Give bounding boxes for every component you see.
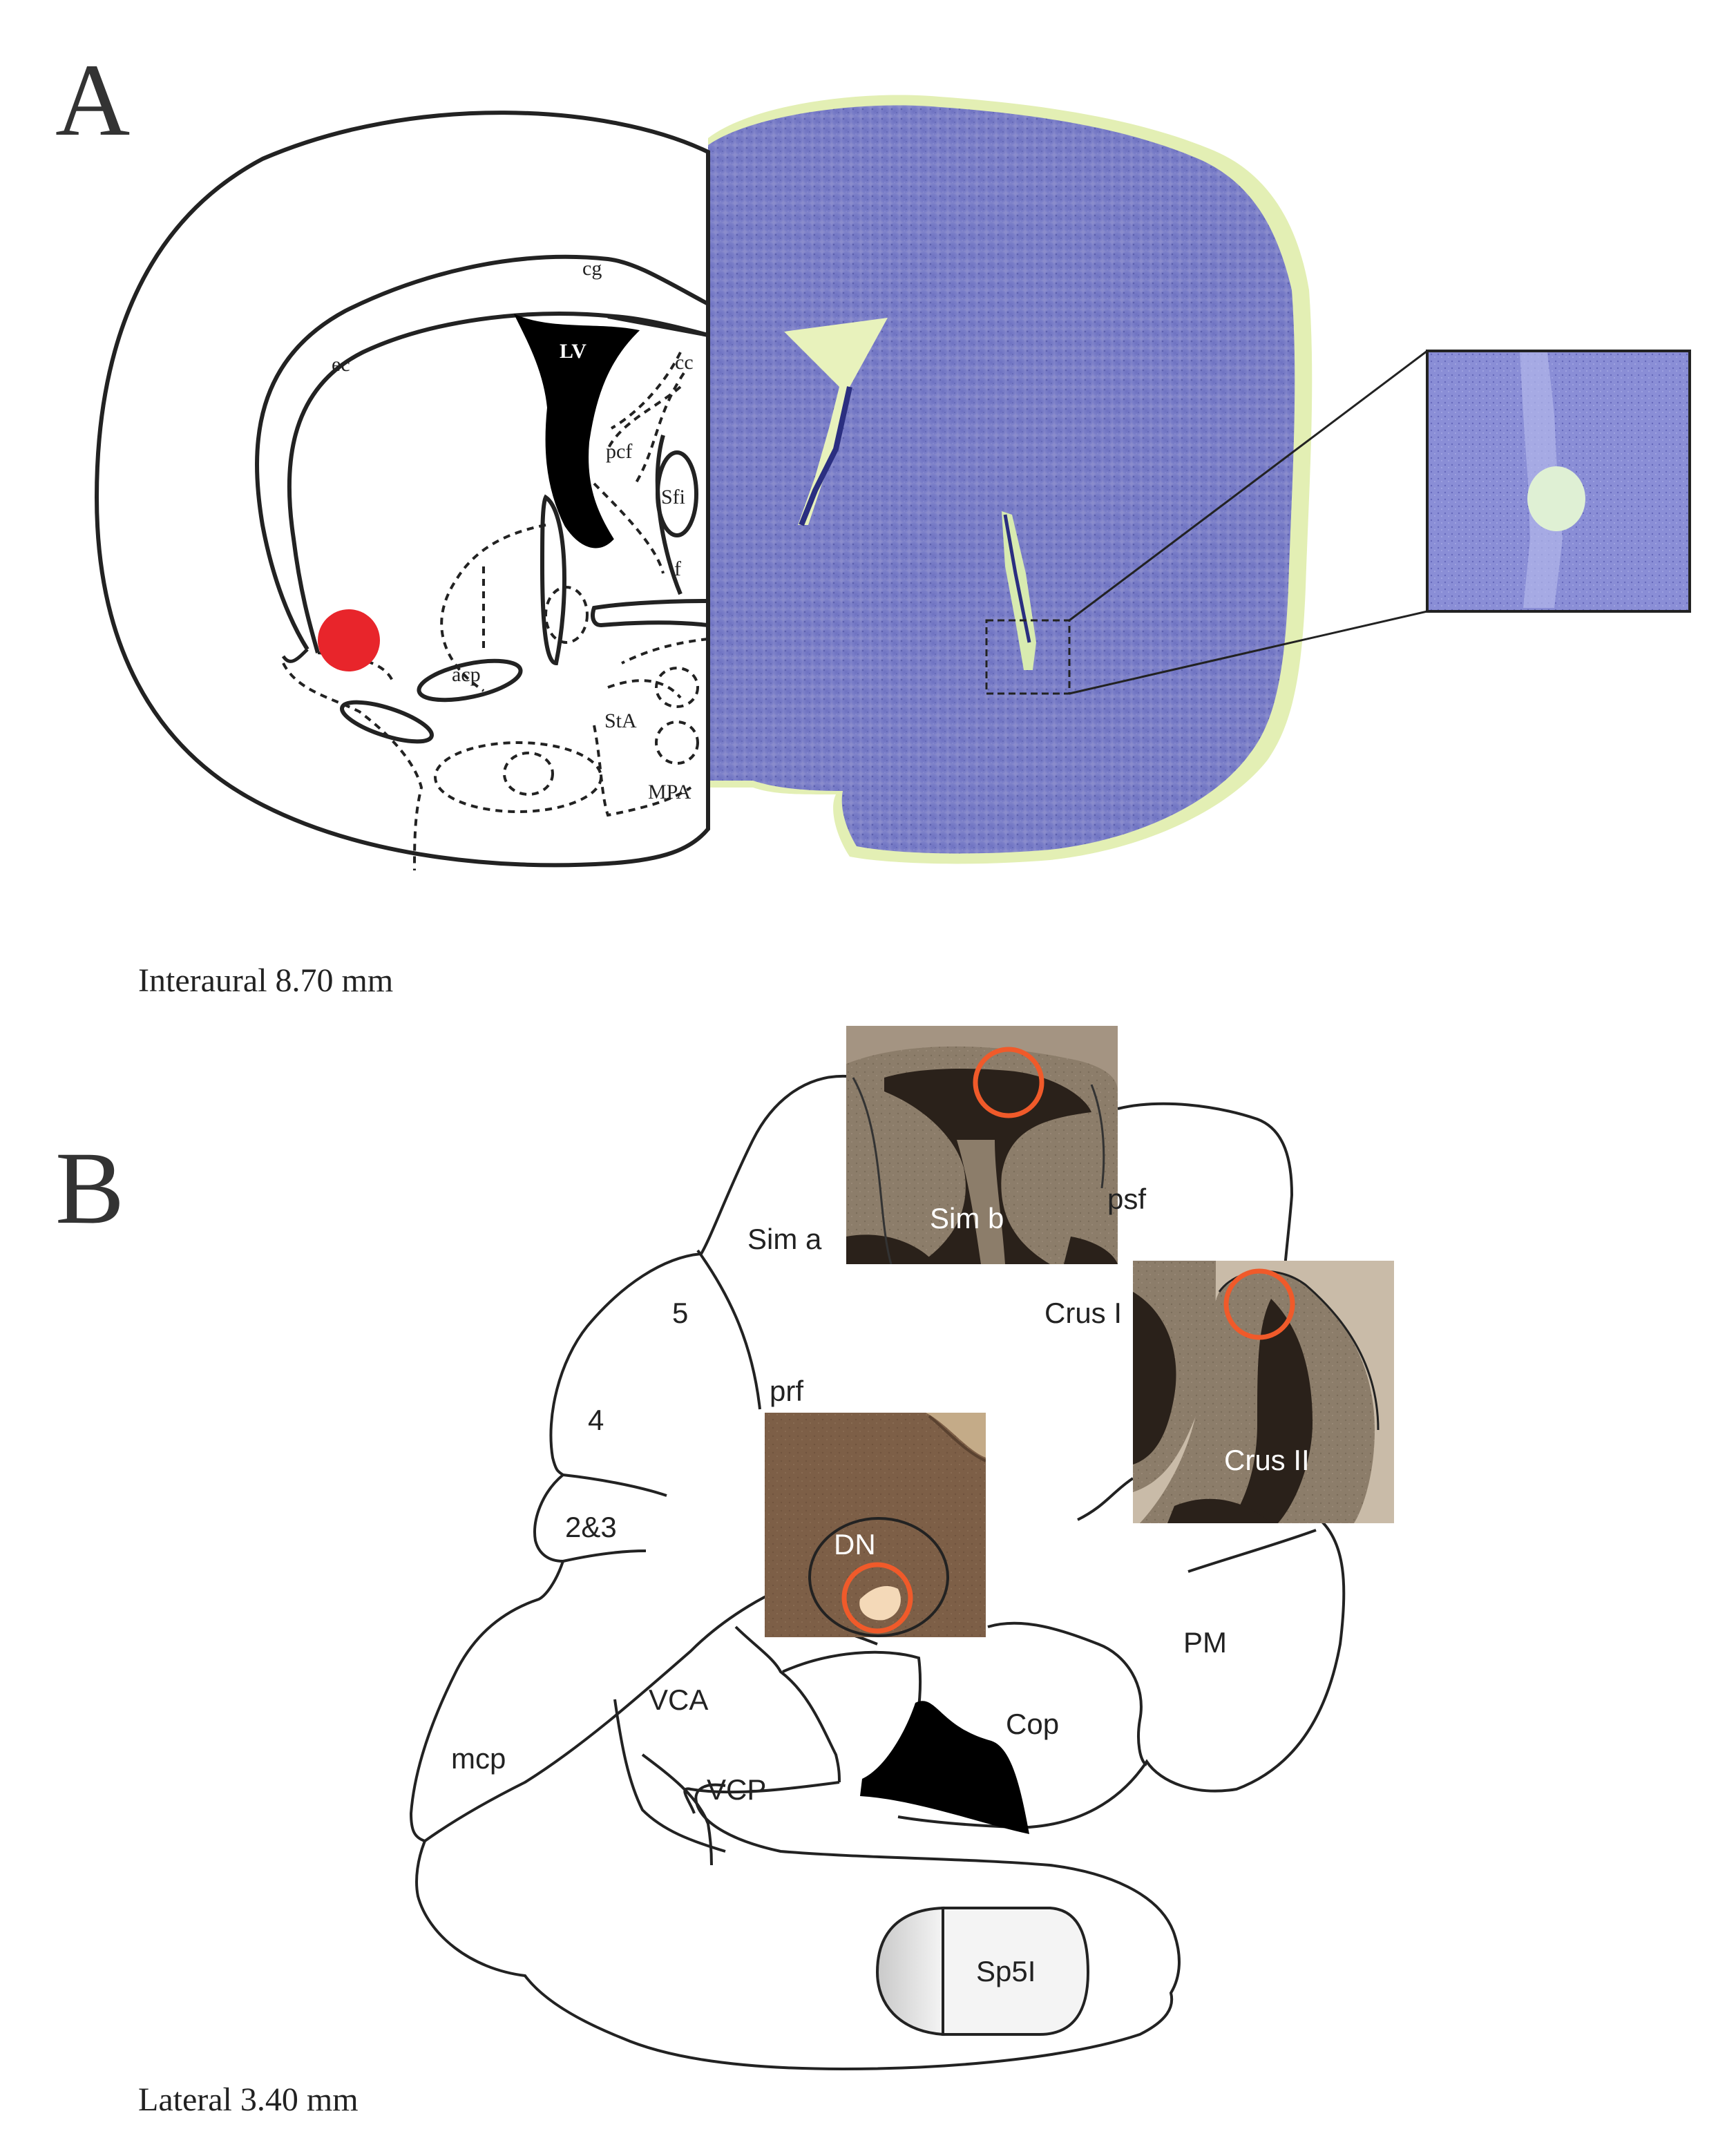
label-ec: ec <box>332 353 350 376</box>
label-crus-i: Crus I <box>1044 1297 1122 1329</box>
coronal-atlas-drawing <box>94 111 710 871</box>
label-prf: prf <box>770 1375 803 1407</box>
label-vca: VCA <box>649 1683 708 1716</box>
label-sfi: Sfi <box>661 486 685 508</box>
label-lobule-4: 4 <box>588 1404 604 1436</box>
label-sta: StA <box>604 709 637 732</box>
lateral-ventricle <box>513 314 640 548</box>
crus-lobule-photo <box>1133 1261 1394 1523</box>
panel-a-caption: Interaural 8.70 mm <box>138 962 393 999</box>
sim-lobule-photo <box>846 1026 1118 1264</box>
panel-a: A <box>55 43 1691 999</box>
sp5i-structure <box>875 1906 1090 2036</box>
label-lv: LV <box>560 340 586 363</box>
dn-lesion-circle <box>841 1562 913 1634</box>
label-sim-a: Sim a <box>747 1223 822 1255</box>
nissl-section-photo <box>708 95 1428 864</box>
label-mpa: MPA <box>648 781 691 803</box>
lesion-marker <box>318 609 380 671</box>
lesion-inset-photo <box>1426 350 1691 613</box>
label-sp5i: Sp5I <box>976 1955 1036 1987</box>
label-psf: psf <box>1107 1183 1146 1215</box>
label-lobule-5: 5 <box>672 1297 688 1329</box>
sim-lesion-circle <box>973 1047 1044 1118</box>
panel-b-caption: Lateral 3.40 mm <box>138 2081 359 2118</box>
lateral-ventricle-photo <box>784 318 888 525</box>
label-crus-ii: Crus II <box>1224 1444 1310 1476</box>
fourth-ventricle <box>860 1701 1029 1834</box>
label-acp: acp <box>452 663 481 686</box>
label-f: f <box>674 557 681 580</box>
dentate-nucleus-photo <box>765 1413 986 1637</box>
label-vcp: VCP <box>707 1773 766 1806</box>
panel-b: B <box>55 1026 1394 2118</box>
label-lobule-2-3: 2&3 <box>565 1511 617 1543</box>
label-pcf: pcf <box>606 440 632 463</box>
label-cc: cc <box>675 351 694 374</box>
label-sim-b: Sim b <box>930 1202 1004 1234</box>
label-pm: PM <box>1183 1626 1227 1659</box>
crus-lesion-circle <box>1223 1268 1295 1340</box>
lesion-spot <box>1527 466 1585 531</box>
label-mcp: mcp <box>451 1742 506 1775</box>
label-cg: cg <box>582 257 602 280</box>
label-dn: DN <box>834 1528 876 1561</box>
panel-b-letter: B <box>55 1131 124 1246</box>
label-cop: Cop <box>1006 1708 1059 1740</box>
panel-a-letter: A <box>55 43 130 158</box>
